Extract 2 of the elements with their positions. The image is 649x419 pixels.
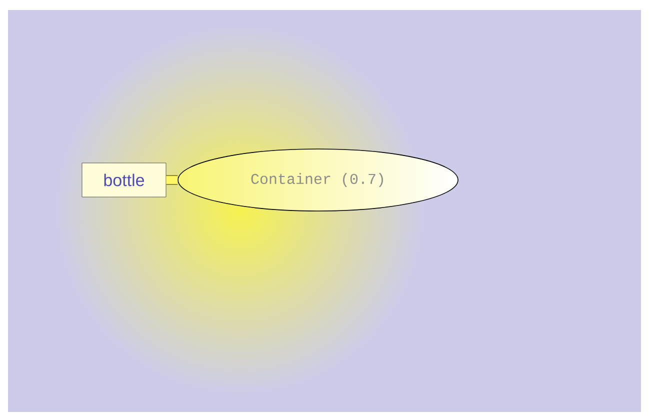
- label-box: bottle: [82, 162, 166, 198]
- connector: [166, 175, 178, 185]
